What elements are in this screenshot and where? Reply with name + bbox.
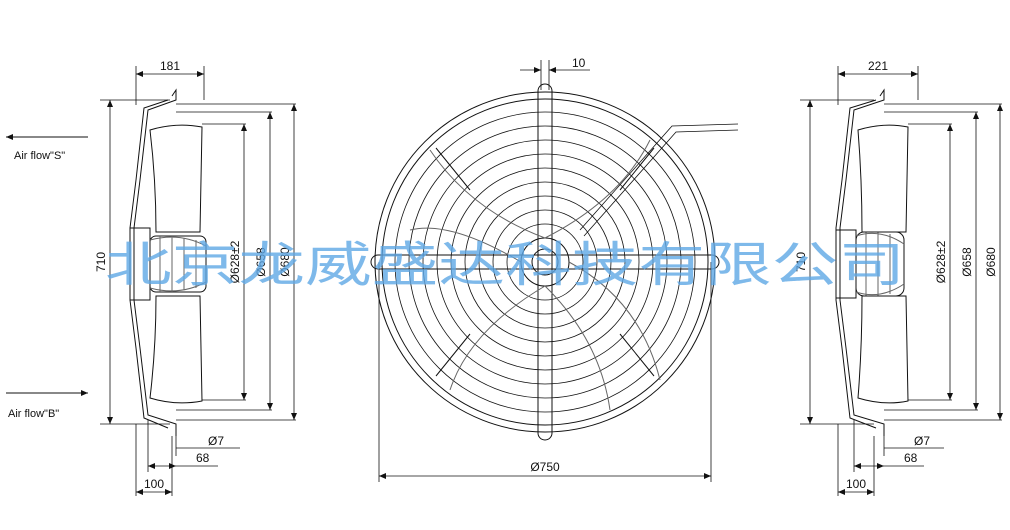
airflow-b-label: Air flow"B" [8, 408, 59, 420]
right-depth-label: 221 [868, 59, 888, 73]
left-d628-label: Ø628±2 [228, 240, 242, 283]
right-spacing-label: 68 [904, 451, 918, 465]
left-base-label: 100 [144, 477, 164, 491]
front-diameter-label: Ø750 [530, 460, 560, 474]
front-view: 10 Ø750 [370, 56, 739, 482]
right-height-label: 710 [794, 252, 808, 272]
airflow-b-arrow: Air flow"B" [6, 390, 88, 420]
left-side-view: 181 710 Ø628±2 Ø658 Ø680 [94, 59, 297, 496]
right-base-label: 100 [846, 477, 866, 491]
company-watermark: 北京龙威盛达科技有限公司 [105, 237, 905, 293]
left-d680-label: Ø680 [278, 247, 292, 277]
airflow-s-arrow: Air flow"S" [5, 134, 88, 162]
right-hole-label: Ø7 [914, 434, 930, 448]
right-d658-label: Ø658 [960, 247, 974, 277]
left-depth-label: 181 [160, 59, 180, 73]
left-d658-label: Ø658 [254, 247, 268, 277]
right-side-view: 221 710 Ø628±2 Ø658 Ø680 Ø7 68 10 [794, 59, 1003, 496]
airflow-s-label: Air flow"S" [14, 150, 65, 162]
front-bar-label: 10 [572, 56, 586, 70]
right-d628-label: Ø628±2 [934, 240, 948, 283]
left-height-label: 710 [94, 252, 108, 272]
left-spacing-label: 68 [196, 451, 210, 465]
left-hole-label: Ø7 [208, 434, 224, 448]
right-d680-label: Ø680 [984, 247, 998, 277]
